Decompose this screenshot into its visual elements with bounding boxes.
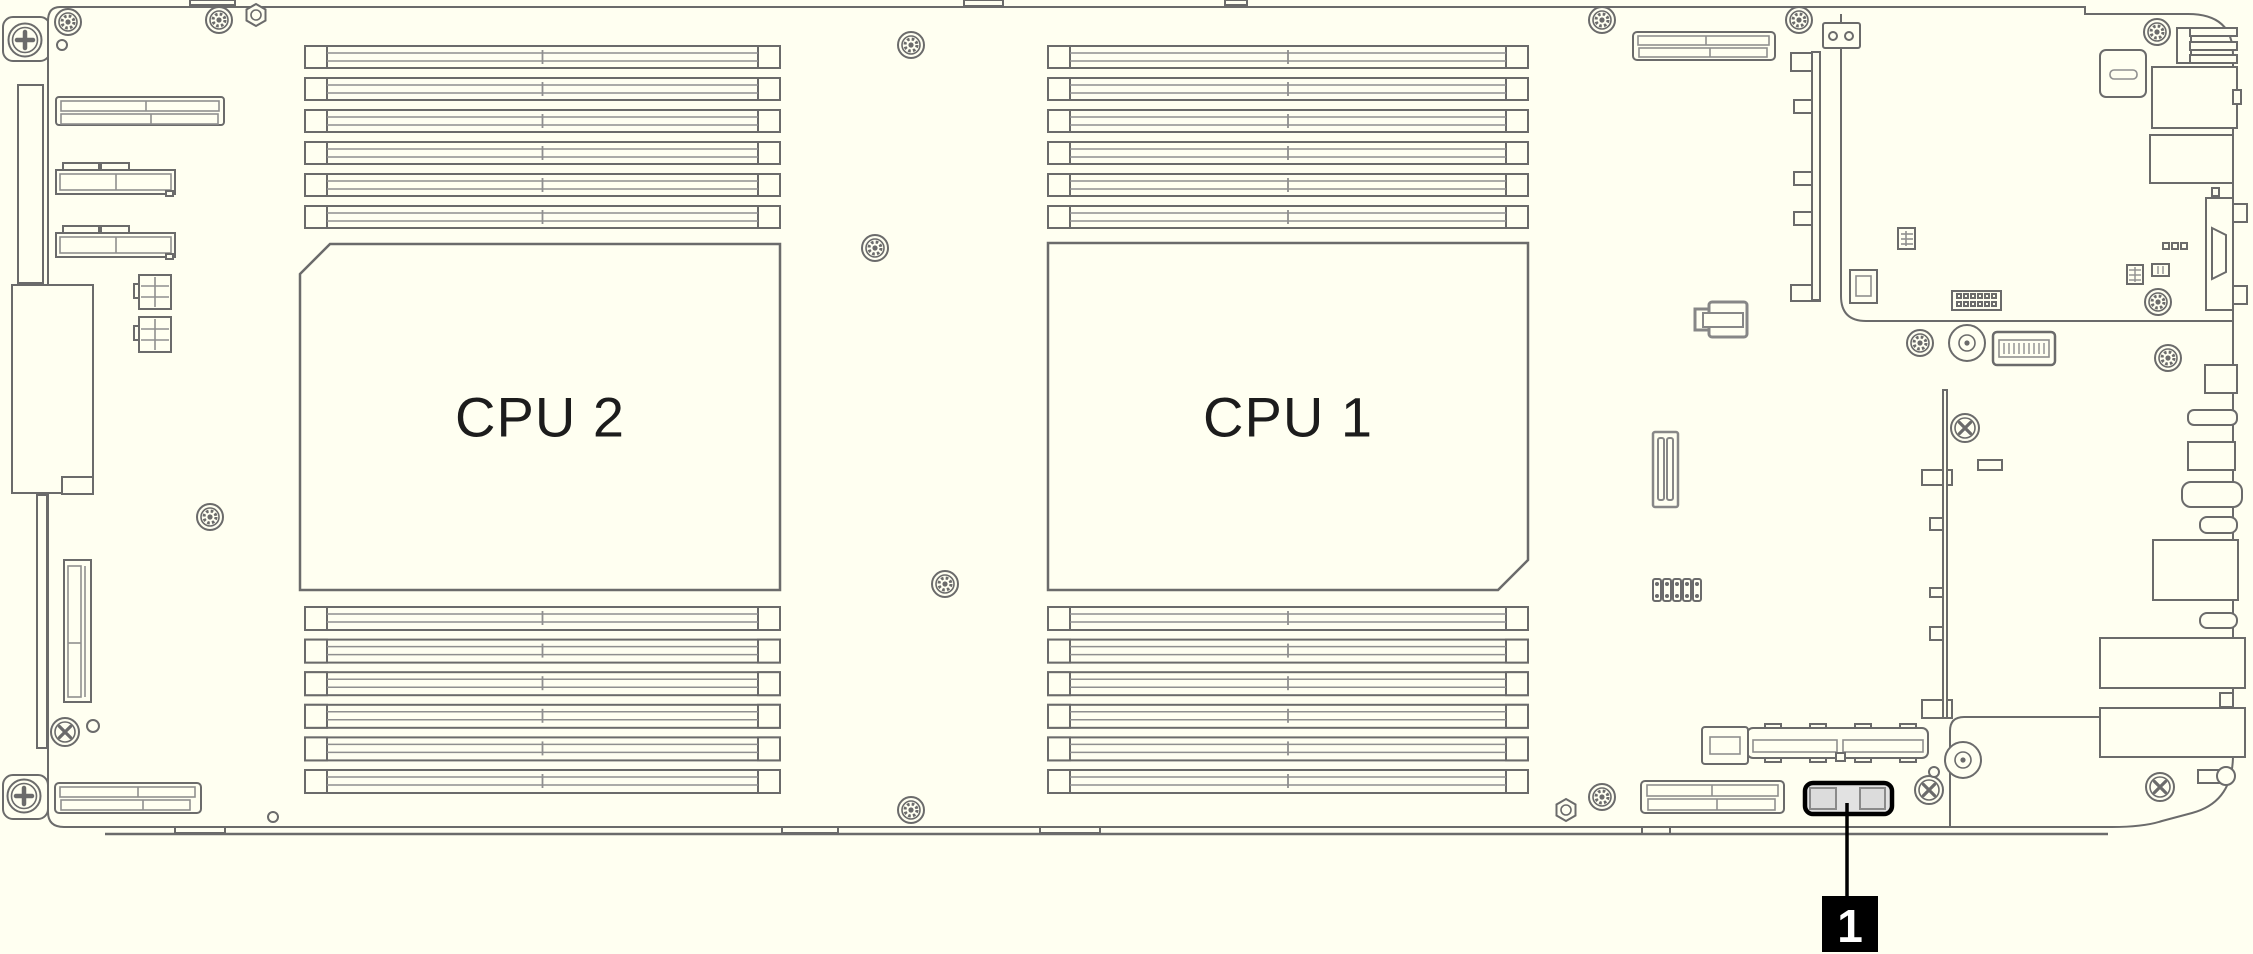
left-edge-connectors <box>11 84 225 814</box>
dimm-slot <box>1047 205 1529 229</box>
highlighted-connector <box>1802 780 1895 817</box>
highlight-inner-left <box>1809 787 1837 810</box>
board-hole <box>86 719 100 733</box>
dimm-slot <box>304 141 781 165</box>
board-hole <box>1928 766 1940 778</box>
board-artwork <box>2 0 2248 836</box>
dimm-bank-cpu1-upper <box>1047 45 1529 229</box>
screw-cross-icon <box>2144 771 2176 803</box>
screw-cross-icon <box>1949 412 1981 444</box>
dimm-slot <box>304 173 781 197</box>
screw-cross-icon <box>49 716 81 748</box>
dimm-slot <box>304 769 781 794</box>
dimm-slot <box>304 205 781 229</box>
screw-torx-icon <box>1587 5 1617 35</box>
screw-cross-icon <box>1913 774 1945 806</box>
dimm-slot <box>1047 736 1529 762</box>
dimm-slot <box>304 77 781 101</box>
highlight-inner-right <box>1859 787 1886 810</box>
dimm-slot <box>304 703 781 729</box>
standoff-icon <box>1944 741 1982 779</box>
cpu2-label: CPU 2 <box>455 386 625 449</box>
dimm-slot <box>1047 45 1529 69</box>
screw-torx-icon <box>2143 287 2173 317</box>
callout-box <box>1822 896 1878 952</box>
dimm-slot <box>1047 606 1529 631</box>
screw-torx-icon <box>53 7 83 37</box>
dimm-slot <box>1047 769 1529 794</box>
dimm-slot <box>1047 671 1529 697</box>
dimm-slot <box>1047 638 1529 664</box>
dimm-bank-cpu2-upper <box>304 45 781 229</box>
dimm-bank-cpu2-lower <box>304 606 781 794</box>
io-ports <box>2099 27 2248 786</box>
cpu-labels: CPU 2 CPU 1 <box>455 386 1373 449</box>
dimm-slot <box>1047 703 1529 729</box>
screw-torx-icon <box>1587 782 1617 812</box>
cpu2-socket <box>298 242 782 592</box>
screw-phillips-icon <box>8 780 41 813</box>
dimm-slot <box>304 606 781 631</box>
dimm-slot <box>1047 77 1529 101</box>
dimm-slot <box>304 638 781 664</box>
right-side-components <box>1632 14 2233 827</box>
dimm-slot <box>304 45 781 69</box>
screw-torx-icon <box>896 795 926 825</box>
hex-nut-icon <box>1555 798 1577 822</box>
cpu1-label: CPU 1 <box>1203 386 1373 449</box>
board-hole <box>267 811 279 823</box>
dimm-slot <box>304 671 781 697</box>
hex-nut-icon <box>245 3 267 27</box>
screw-torx-icon <box>860 233 890 263</box>
dimm-slot <box>1047 141 1529 165</box>
cpu1-socket <box>1046 241 1530 592</box>
dimm-slot <box>1047 173 1529 197</box>
screw-torx-icon <box>930 569 960 599</box>
screws-and-holes <box>8 3 2183 825</box>
screw-torx-icon <box>204 5 234 35</box>
screw-torx-icon <box>896 30 926 60</box>
screw-torx-icon <box>2153 343 2183 373</box>
dimm-slot <box>304 736 781 762</box>
board-hole <box>56 39 68 51</box>
screw-phillips-icon <box>9 24 42 57</box>
standoff-icon <box>1948 324 1986 362</box>
dimm-slot <box>304 109 781 133</box>
screw-torx-icon <box>1905 328 1935 358</box>
dimm-bank-cpu1-lower <box>1047 606 1529 794</box>
screw-torx-icon <box>195 502 225 532</box>
screw-torx-icon <box>1784 5 1814 35</box>
callout-number: 1 <box>1837 900 1863 952</box>
dimm-slot <box>1047 109 1529 133</box>
screw-torx-icon <box>2142 17 2172 47</box>
callout-1: 1 <box>1822 803 1878 952</box>
